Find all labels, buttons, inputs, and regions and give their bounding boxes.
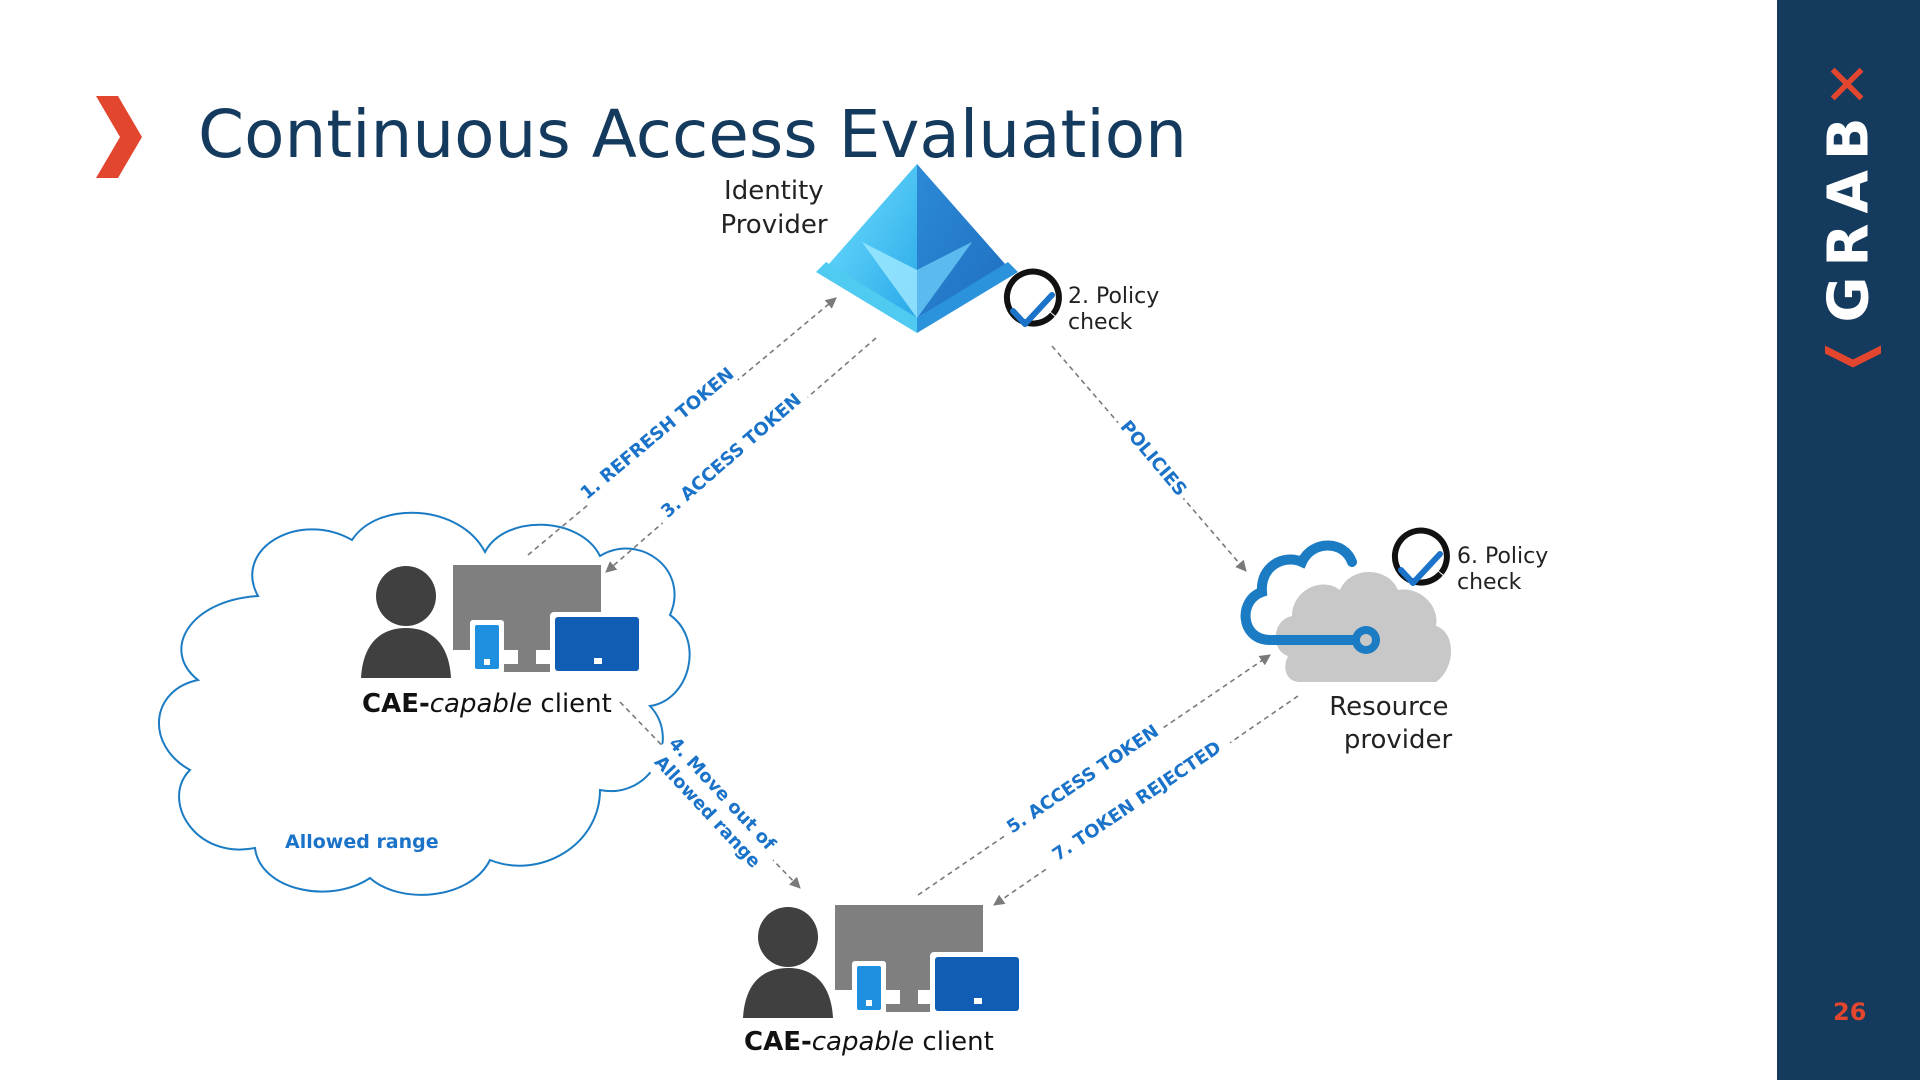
policy-check-label-2: 2. Policy check	[1068, 284, 1166, 335]
sidebar	[1777, 0, 1920, 1080]
arrow-access-token-5	[917, 654, 1271, 896]
client-label-1: CAE-capable client	[362, 689, 612, 719]
resource-provider-label: Resource provider	[1329, 692, 1457, 755]
label-policies: POLICIES	[1116, 417, 1191, 501]
allowed-range-label: Allowed range	[285, 831, 439, 853]
policy-check-icon	[1003, 268, 1062, 327]
user-icon	[376, 566, 436, 626]
allowed-range-cloud	[157, 511, 691, 896]
identity-provider-icon	[816, 164, 1018, 333]
user-body-icon	[743, 968, 833, 1018]
user-body-icon	[361, 628, 451, 678]
page-title: Continuous Access Evaluation	[198, 96, 1187, 173]
policy-check-label-6: 6. Policy check	[1457, 544, 1555, 595]
cae-client-devices-2	[743, 905, 1024, 1018]
chevron-logo-icon	[96, 96, 142, 178]
page-number: 26	[1833, 998, 1867, 1026]
label-access-token-5: 5. ACCESS TOKEN	[1003, 721, 1163, 838]
cae-client-devices-1	[361, 565, 644, 678]
user-icon	[758, 907, 818, 967]
resource-provider-icon	[1240, 540, 1451, 682]
identity-provider-label: Identity Provider	[720, 176, 831, 240]
arrow-access-token-3	[605, 337, 877, 573]
policy-check-icon	[1391, 527, 1450, 586]
client-label-2: CAE-capable client	[744, 1027, 994, 1057]
